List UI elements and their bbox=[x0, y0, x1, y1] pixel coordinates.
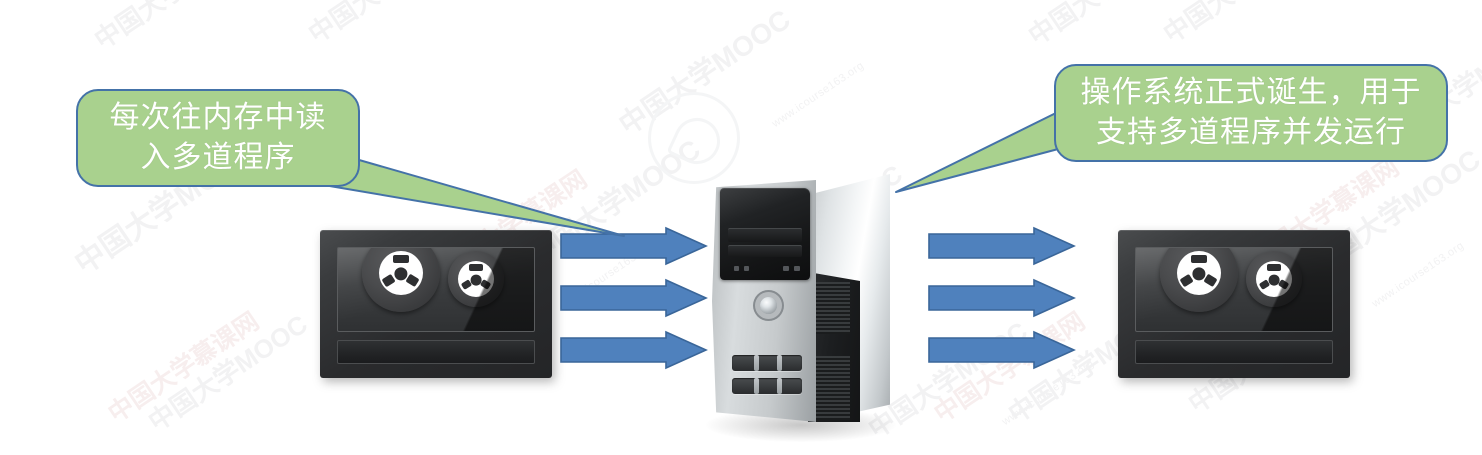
tape-drive-base bbox=[1135, 340, 1333, 364]
tower-power-button[interactable] bbox=[760, 297, 777, 314]
arrow-right-icon bbox=[560, 278, 708, 318]
tower-rear-grill bbox=[812, 282, 850, 334]
vent-separator bbox=[754, 355, 759, 371]
arrow-right-icon bbox=[560, 226, 708, 266]
tower-optical-drive bbox=[728, 245, 802, 257]
arrows-output[interactable] bbox=[928, 226, 1078, 370]
arrow-right-icon bbox=[560, 330, 708, 370]
arrow-right-icon bbox=[928, 330, 1076, 370]
vent-separator bbox=[777, 355, 782, 371]
arrow-right-icon bbox=[928, 278, 1076, 318]
tower-usb-port-icon bbox=[794, 266, 800, 271]
tower-usb-port-icon bbox=[783, 266, 789, 271]
tape-drive-output[interactable] bbox=[1118, 230, 1350, 378]
left-callout-box[interactable]: 每次往内存中读 入多道程序 bbox=[76, 89, 360, 187]
right-callout-text: 操作系统正式诞生，用于 支持多道程序并发运行 bbox=[1080, 76, 1422, 149]
tape-drive-input[interactable] bbox=[320, 230, 552, 378]
arrow-right-icon bbox=[928, 226, 1076, 266]
tape-drive-window bbox=[337, 247, 535, 332]
tower-status-led-icon bbox=[734, 266, 739, 271]
vent-separator bbox=[777, 378, 782, 394]
tower-front-vent bbox=[732, 355, 802, 371]
tower-status-led-icon bbox=[744, 266, 749, 271]
right-callout-box[interactable]: 操作系统正式诞生，用于 支持多道程序并发运行 bbox=[1054, 64, 1448, 162]
tower-rear-grill bbox=[812, 356, 850, 420]
tower-front-vent bbox=[732, 378, 802, 394]
vent-separator bbox=[754, 378, 759, 394]
tower-optical-drive bbox=[728, 228, 802, 242]
left-callout-text: 每次往内存中读 入多道程序 bbox=[109, 101, 327, 174]
tape-drive-base bbox=[337, 340, 535, 364]
computer-tower[interactable] bbox=[706, 170, 896, 442]
arrows-input[interactable] bbox=[560, 226, 710, 370]
tower-drive-bezel bbox=[720, 188, 810, 280]
tape-drive-window bbox=[1135, 247, 1333, 332]
